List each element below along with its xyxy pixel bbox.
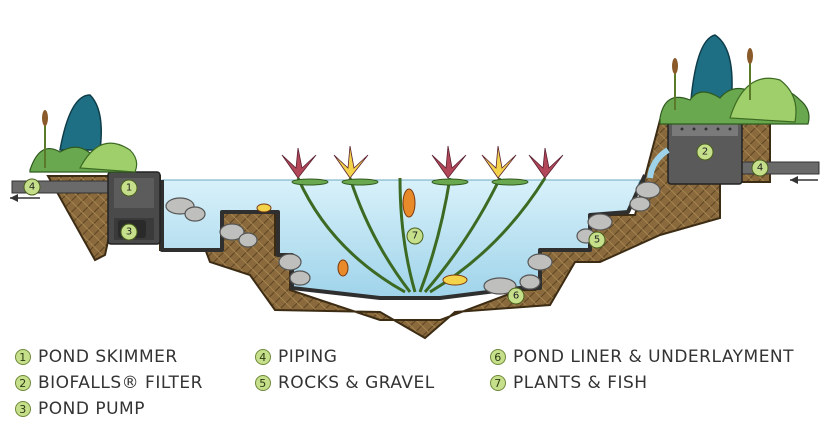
foliage-right xyxy=(659,34,810,125)
legend-item-pond-pump: 3 POND PUMP xyxy=(15,399,145,419)
legend-item-plants-fish: 7 PLANTS & FISH xyxy=(490,373,648,393)
pond-cross-section-diagram: 1 2 3 4 4 5 6 7 xyxy=(10,34,820,340)
rocks-right xyxy=(483,181,661,295)
legend-badge: 3 xyxy=(15,401,31,417)
legend-badge: 1 xyxy=(15,349,31,365)
marker-piping-right: 4 xyxy=(751,159,769,177)
svg-text:1: 1 xyxy=(126,183,132,194)
marker-rocks: 5 xyxy=(588,231,606,249)
marker-pump: 3 xyxy=(120,223,138,241)
legend-label: PLANTS & FISH xyxy=(513,373,648,393)
svg-text:4: 4 xyxy=(757,163,763,174)
marker-liner: 6 xyxy=(507,287,525,305)
rocks-left xyxy=(165,197,311,286)
legend-label: POND SKIMMER xyxy=(38,347,178,367)
marker-plants: 7 xyxy=(406,227,424,245)
koi-fish-icon xyxy=(256,188,468,286)
legend-item-biofalls-filter: 2 BIOFALLS® FILTER xyxy=(15,373,203,393)
legend-label: POND PUMP xyxy=(38,399,145,419)
legend-label: POND LINER & UNDERLAYMENT xyxy=(513,347,795,367)
legend-label: ROCKS & GRAVEL xyxy=(278,373,435,393)
legend: 1 POND SKIMMER 2 BIOFALLS® FILTER 3 POND… xyxy=(0,340,825,437)
marker-skimmer: 1 xyxy=(120,179,138,197)
legend-item-piping: 4 PIPING xyxy=(255,347,337,367)
marker-filter: 2 xyxy=(696,143,714,161)
svg-text:4: 4 xyxy=(29,182,35,193)
legend-badge: 6 xyxy=(490,349,506,365)
svg-text:5: 5 xyxy=(594,235,600,246)
svg-text:3: 3 xyxy=(126,227,132,238)
water-lily-icon xyxy=(281,145,564,294)
legend-badge: 5 xyxy=(255,375,271,391)
legend-item-rocks-gravel: 5 ROCKS & GRAVEL xyxy=(255,373,435,393)
legend-item-pond-liner: 6 POND LINER & UNDERLAYMENT xyxy=(490,347,794,367)
legend-item-pond-skimmer: 1 POND SKIMMER xyxy=(15,347,178,367)
legend-badge: 4 xyxy=(255,349,271,365)
svg-text:7: 7 xyxy=(412,231,418,242)
svg-text:2: 2 xyxy=(702,147,708,158)
legend-badge: 2 xyxy=(15,375,31,391)
legend-label: PIPING xyxy=(278,347,338,367)
legend-label: BIOFALLS® FILTER xyxy=(38,373,203,393)
foliage-left xyxy=(29,94,138,173)
legend-badge: 7 xyxy=(490,375,506,391)
svg-text:6: 6 xyxy=(513,291,519,302)
marker-piping-left: 4 xyxy=(23,178,41,196)
